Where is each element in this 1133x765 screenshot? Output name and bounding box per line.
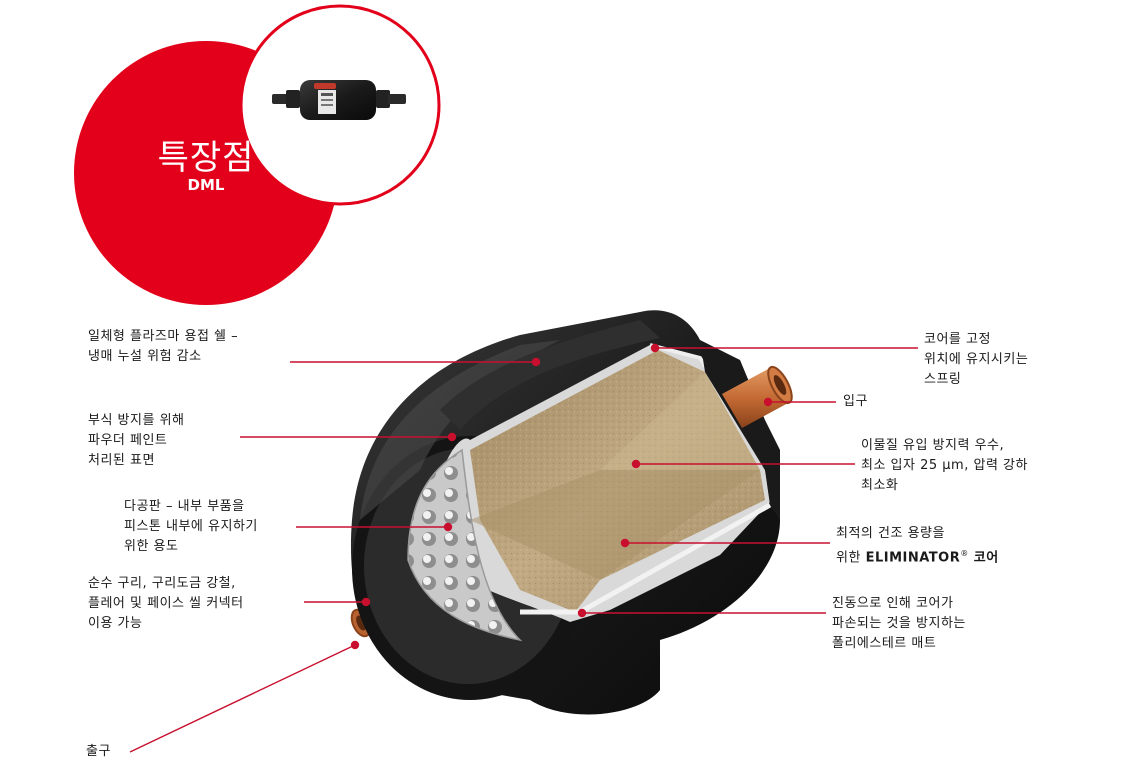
callout-spring: 코어를 고정 위치에 유지시키는 스프링	[924, 332, 1029, 387]
callout-particle-retention: 이물질 유입 방지력 우수, 최소 입자 25 μm, 압력 강하 최소화	[861, 438, 1028, 493]
callout-shell: 일체형 플라즈마 용접 쉘 – 냉매 누설 위험 감소	[88, 329, 239, 364]
callout-perforated-plate: 다공판 – 내부 부품을 피스톤 내부에 유지하기 위한 용도	[124, 499, 258, 554]
callout-outlet: 출구	[86, 744, 111, 759]
callout-connector: 순수 구리, 구리도금 강철, 플레어 및 페이스 씰 커넥터 이용 가능	[88, 576, 244, 631]
callout-inlet: 입구	[843, 394, 868, 409]
registered-mark: ®	[960, 549, 969, 558]
title-block: 특장점 DML	[77, 138, 335, 194]
eliminator-brand: ELIMINATOR	[865, 550, 961, 566]
page-title: 특장점	[157, 138, 255, 178]
filter-drier-cutaway	[350, 310, 793, 715]
perforated-plate	[407, 448, 523, 642]
callout-core-suffix: 코어	[968, 550, 999, 566]
product-model-label: DML	[187, 176, 225, 194]
callout-polyester-mat: 진동으로 인해 코어가 파손되는 것을 방지하는 폴리에스테르 매트	[832, 596, 966, 651]
leader-lines	[129, 343, 918, 753]
callout-core-line2: 위한 ELIMINATOR® 코어	[836, 544, 999, 568]
callout-core: 최적의 건조 용량을 위한 ELIMINATOR® 코어	[836, 524, 999, 568]
inlet-pipe	[722, 365, 793, 428]
callout-core-line1: 최적의 건조 용량을	[836, 526, 945, 541]
callout-core-prefix: 위한	[836, 550, 866, 566]
product-thumbnail-icon	[272, 80, 406, 120]
callout-paint: 부식 방지를 위해 파우더 페인트 처리된 표면	[88, 413, 185, 468]
